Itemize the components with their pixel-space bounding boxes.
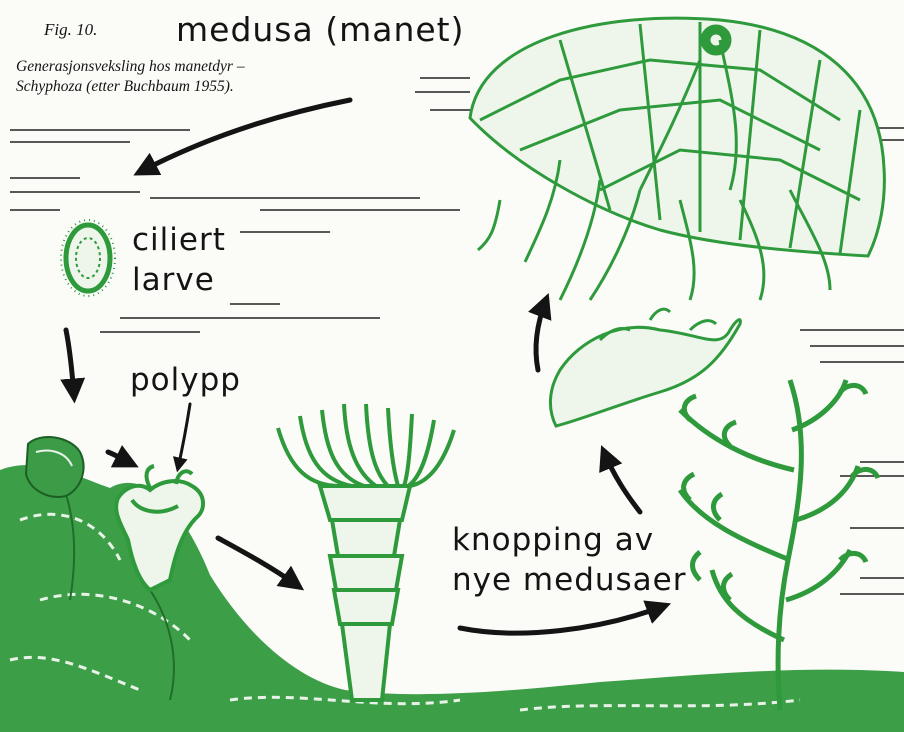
budding-colony	[680, 380, 878, 710]
arrow-budding-to-ephyra	[604, 452, 640, 512]
arrow-medusa-to-larva	[140, 100, 350, 172]
medusa	[470, 18, 884, 300]
caption-line-2: Schyphoza (etter Buchbaum 1955).	[16, 78, 234, 96]
arrow-label-to-polyp	[178, 404, 190, 468]
ephyra	[550, 309, 740, 426]
arrow-polyp-to-strobila	[218, 538, 298, 586]
figure-number: Fig. 10.	[44, 20, 97, 40]
figure-title: medusa (manet)	[176, 10, 465, 49]
rock-left	[26, 437, 84, 497]
strobila	[278, 404, 454, 700]
arrow-strobila-to-budding	[460, 606, 664, 633]
ciliated-larva	[61, 220, 115, 296]
label-knopping: knopping av	[452, 522, 654, 558]
caption-line-1: Generasjonsveksling hos manetdyr –	[16, 58, 245, 76]
arrow-to-polyp	[108, 452, 132, 464]
label-ciliert: ciliert	[132, 222, 226, 258]
arrow-ephyra-to-medusa	[536, 300, 546, 370]
label-larve: larve	[132, 262, 215, 298]
label-nye-medusaer: nye medusaer	[452, 562, 686, 598]
label-polypp: polypp	[130, 362, 241, 398]
arrow-larva-down	[66, 330, 74, 396]
